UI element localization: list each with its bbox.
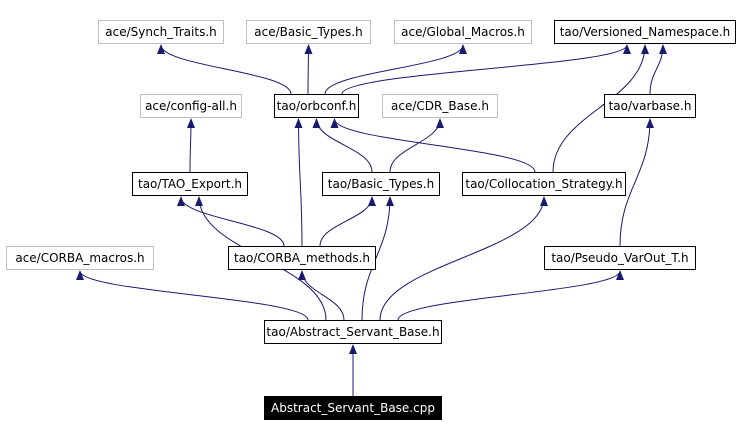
node-corba-methods[interactable]: tao/CORBA_methods.h bbox=[228, 246, 376, 270]
edge-orbconf-to-versioned_ns bbox=[341, 44, 631, 95]
node-config-all[interactable]: ace/config-all.h bbox=[140, 94, 242, 118]
node-varbase[interactable]: tao/varbase.h bbox=[604, 94, 696, 118]
edge-abstract_servant-to-corba_macros bbox=[76, 270, 309, 321]
edge-corba_methods-to-basic_types_tao bbox=[319, 196, 376, 247]
edge-varbase-to-versioned_ns bbox=[649, 44, 667, 95]
node-corba-macros[interactable]: ace/CORBA_macros.h bbox=[6, 246, 154, 270]
node-tao-export[interactable]: tao/TAO_Export.h bbox=[132, 172, 248, 196]
node-versioned-namespace[interactable]: tao/Versioned_Namespace.h bbox=[554, 20, 736, 44]
edge-collocation-to-versioned_ns bbox=[552, 44, 649, 173]
edge-abstract_servant-to-pseudo_varout bbox=[397, 270, 624, 321]
node-collocation-strategy[interactable]: tao/Collocation_Strategy.h bbox=[462, 172, 626, 196]
edge-collocation-to-orbconf bbox=[330, 118, 536, 173]
edge-tao_export-to-config_all bbox=[186, 118, 195, 173]
edge-basic_types_tao-to-orbconf bbox=[312, 118, 373, 173]
edge-orbconf-to-synch_traits bbox=[157, 44, 292, 95]
edge-abstract_servant-to-basic_types_tao bbox=[361, 196, 394, 321]
edge-pseudo_varout-to-varbase bbox=[619, 118, 654, 247]
node-ace-basic-types[interactable]: ace/Basic_Types.h bbox=[246, 20, 371, 44]
node-tao-basic-types[interactable]: tao/Basic_Types.h bbox=[322, 172, 440, 196]
edge-abstract_servant-to-corba_methods bbox=[298, 270, 345, 321]
node-abstract-servant-base-h[interactable]: tao/Abstract_Servant_Base.h bbox=[264, 320, 442, 344]
edge-corba_methods-to-orbconf bbox=[294, 118, 303, 247]
node-synch-traits[interactable]: ace/Synch_Traits.h bbox=[98, 20, 224, 44]
node-orbconf[interactable]: tao/orbconf.h bbox=[274, 94, 359, 118]
edge-orbconf-to-global_macros bbox=[324, 44, 467, 95]
edges-layer bbox=[76, 44, 667, 396]
node-cdr-base[interactable]: ace/CDR_Base.h bbox=[382, 94, 498, 118]
edge-abstract_servant-to-collocation bbox=[379, 196, 548, 321]
edge-orbconf-to-basic_types_ace bbox=[304, 44, 313, 95]
edge-basic_types_tao-to-cdr_base bbox=[389, 118, 444, 173]
node-pseudo-varout[interactable]: tao/Pseudo_VarOut_T.h bbox=[544, 246, 696, 270]
node-abstract-servant-base-cpp: Abstract_Servant_Base.cpp bbox=[264, 396, 442, 420]
node-global-macros[interactable]: ace/Global_Macros.h bbox=[394, 20, 532, 44]
edge-corba_methods-to-tao_export bbox=[177, 196, 285, 247]
